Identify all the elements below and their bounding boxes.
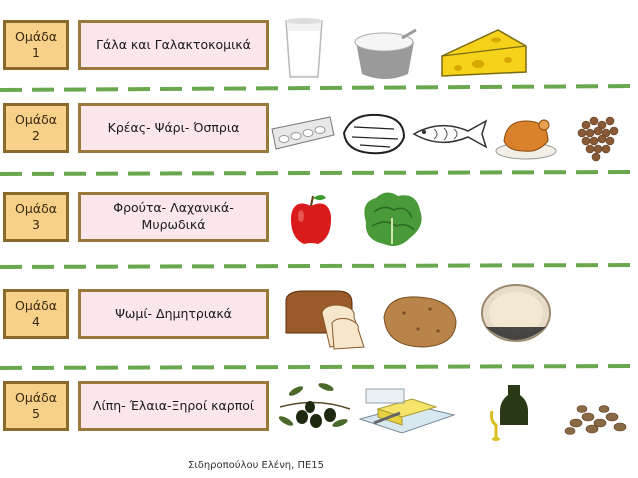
group-word: Ομάδα xyxy=(15,389,57,405)
group-number: 3 xyxy=(32,217,40,232)
group-number: 5 xyxy=(32,406,40,421)
group-label-2: Κρέας- Ψάρι- Όσπρια xyxy=(78,103,269,153)
group-word: Ομάδα xyxy=(15,297,57,313)
separator-line-4 xyxy=(0,364,638,370)
apple-icon xyxy=(290,195,332,244)
olive-oil-bottle-icon xyxy=(490,385,528,441)
group-badge-4: Ομάδα 4 xyxy=(3,289,69,339)
group-badge-3: Ομάδα 3 xyxy=(3,192,69,242)
group-badge-2: Ομάδα 2 xyxy=(3,103,69,153)
group-word: Ομάδα xyxy=(15,200,57,216)
potato-icon xyxy=(383,296,457,348)
group-number: 2 xyxy=(32,128,40,143)
olives-icon xyxy=(278,383,351,428)
nuts-icon xyxy=(564,405,627,435)
footer-credit: Σιδηροπούλου Ελένη, ΠΕ15 xyxy=(188,460,325,471)
group-row-4: Ομάδα 4 Ψωμί- Δημητριακά xyxy=(0,284,638,350)
butter-dish-icon xyxy=(358,388,456,434)
group-row-5: Ομάδα 5 Λίπη- Έλαια-Ξηροί καρποί xyxy=(0,381,638,441)
lettuce-icon xyxy=(364,192,422,246)
group-row-2: Ομάδα 2 Κρέας- Ψάρι- Όσπρια xyxy=(0,103,638,163)
fish-icon xyxy=(412,119,488,149)
lentils-icon xyxy=(577,116,619,162)
group-label-text: Κρέας- Ψάρι- Όσπρια xyxy=(107,119,240,135)
group-label-text: Ψωμί- Δημητριακά xyxy=(115,305,232,321)
group-label-text: Φρούτα- Λαχανικά- Μυρωδικά xyxy=(113,200,234,232)
group-label-5: Λίπη- Έλαια-Ξηροί καρποί xyxy=(78,381,269,431)
group-number: 4 xyxy=(32,314,40,329)
group-label-4: Ψωμί- Δημητριακά xyxy=(78,289,269,339)
cheese-icon xyxy=(441,29,527,77)
group-word: Ομάδα xyxy=(15,111,57,127)
group-row-1: Ομάδα 1 Γάλα και Γαλακτοκομικά xyxy=(0,18,638,80)
separator-line-2 xyxy=(0,170,638,176)
milk-glass-icon xyxy=(285,18,323,78)
separator-line-3 xyxy=(0,263,638,269)
bread-icon xyxy=(285,290,365,350)
group-badge-1: Ομάδα 1 xyxy=(3,20,69,70)
group-label-text: Γάλα και Γαλακτοκομικά xyxy=(96,36,251,52)
group-badge-5: Ομάδα 5 xyxy=(3,381,69,431)
group-row-3: Ομάδα 3 Φρούτα- Λαχανικά- Μυρωδικά xyxy=(0,192,638,252)
yogurt-bowl-icon xyxy=(354,28,417,79)
eggs-carton-icon xyxy=(271,116,335,150)
group-word: Ομάδα xyxy=(15,28,57,44)
separator-line-1 xyxy=(0,84,638,92)
flour-bowl-icon xyxy=(481,284,551,342)
group-label-3: Φρούτα- Λαχανικά- Μυρωδικά xyxy=(78,192,269,242)
meat-icon xyxy=(342,113,406,155)
group-label-text: Λίπη- Έλαια-Ξηροί καρποί xyxy=(92,397,255,413)
group-label-1: Γάλα και Γαλακτοκομικά xyxy=(78,20,269,70)
roast-chicken-icon xyxy=(495,119,557,160)
group-number: 1 xyxy=(32,45,40,60)
